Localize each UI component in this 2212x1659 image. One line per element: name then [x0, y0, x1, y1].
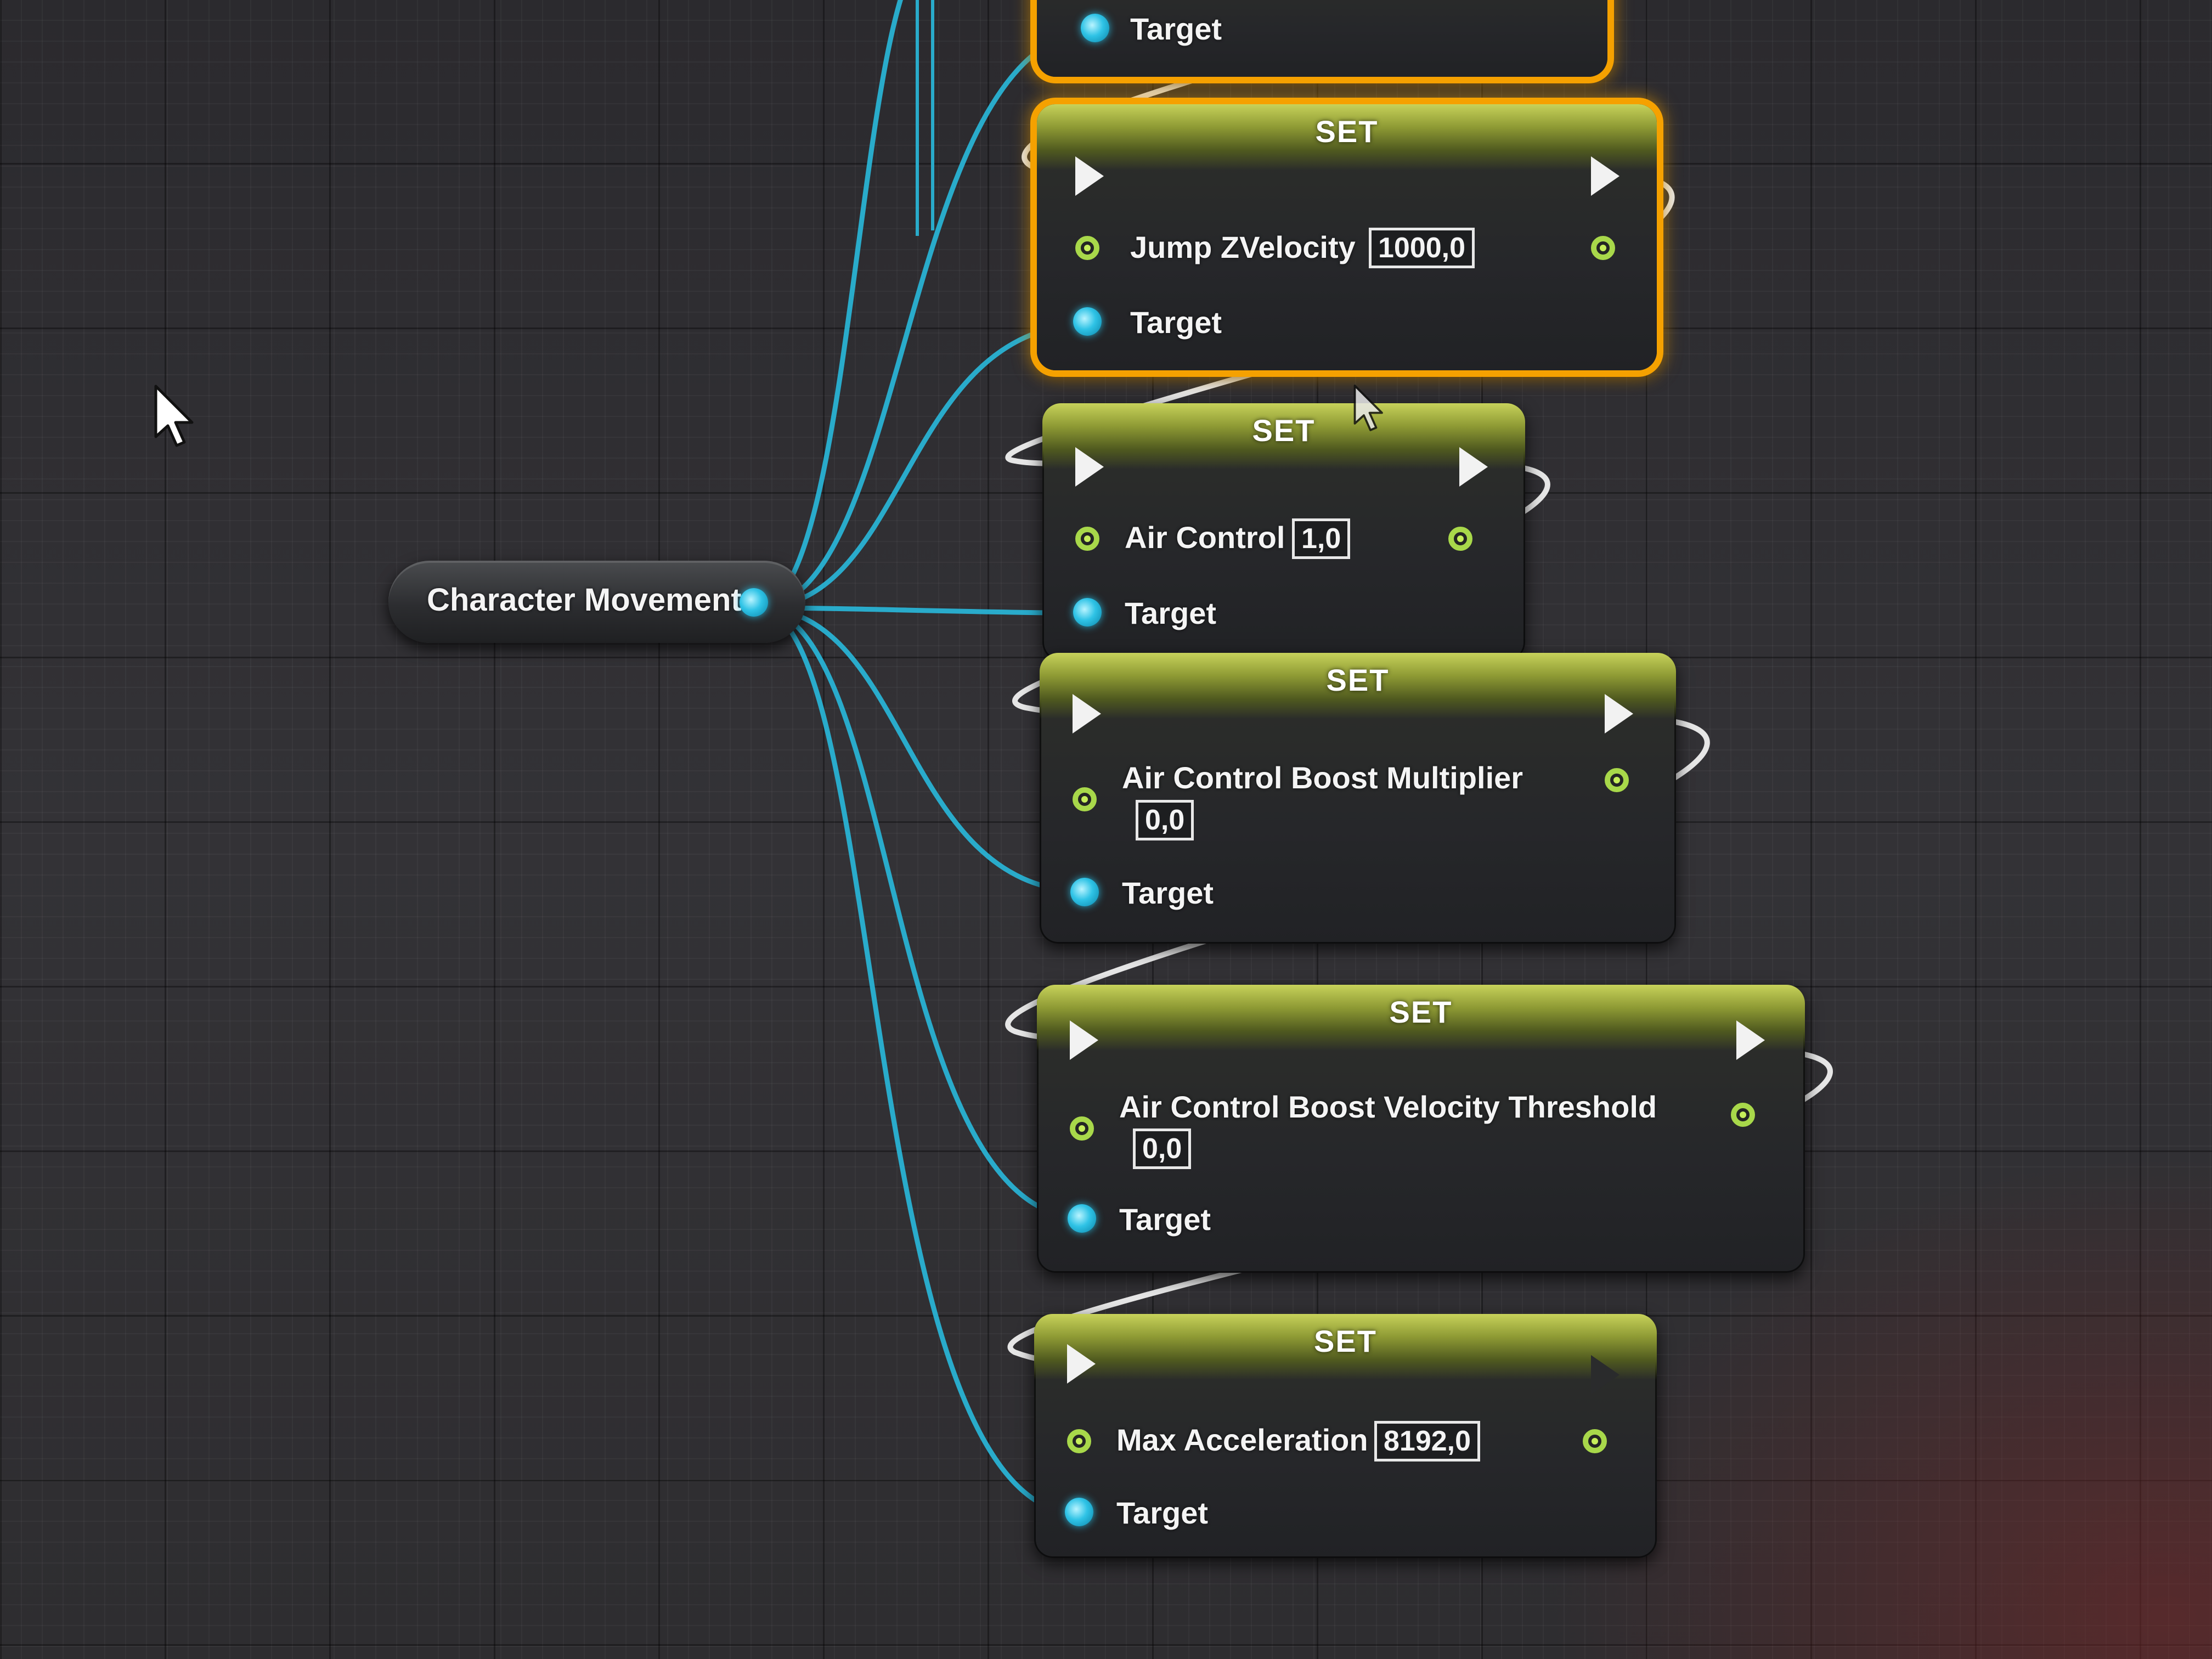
node-title: SET: [1040, 653, 1676, 719]
node-title: SET: [1042, 403, 1525, 469]
node-title: SET: [1034, 1314, 1657, 1380]
exec-out-pin[interactable]: [1591, 156, 1620, 196]
input-label: Jump ZVelocity: [1130, 230, 1356, 264]
set-node-air-control-boost-multiplier[interactable]: SET Air Control Boost Multiplier 0,0 Tar…: [1040, 653, 1676, 944]
exec-in-pin[interactable]: [1067, 1344, 1096, 1384]
target-pin[interactable]: [1065, 1498, 1093, 1526]
input-label: Air Control Boost Multiplier: [1122, 760, 1523, 795]
input-label: Air Control: [1125, 520, 1285, 555]
object-wires: [757, 0, 1098, 1517]
mouse-cursor-icon: [1353, 385, 1383, 431]
input-label: Air Control Boost Velocity Threshold: [1119, 1090, 1657, 1124]
input-value-field[interactable]: 0,0: [1136, 800, 1194, 840]
input-value-field[interactable]: 0,0: [1133, 1128, 1192, 1169]
object-wire: [757, 605, 1084, 1221]
target-pin[interactable]: [1073, 598, 1102, 627]
set-node-air-control-boost-velocity-threshold[interactable]: SET Air Control Boost Velocity Threshold…: [1037, 985, 1805, 1273]
node-title: SET: [1037, 985, 1805, 1051]
float-out-pin[interactable]: [1448, 527, 1472, 551]
exec-out-pin[interactable]: [1605, 694, 1633, 733]
float-in-pin[interactable]: [1075, 236, 1099, 260]
target-label: Target: [1122, 876, 1214, 910]
float-out-pin[interactable]: [1731, 1103, 1755, 1127]
input-value-field[interactable]: 8192,0: [1374, 1421, 1481, 1462]
target-label: Target: [1116, 1496, 1208, 1530]
target-label: Target: [1130, 12, 1222, 46]
character-movement-getter-node[interactable]: Character Movement: [388, 561, 805, 643]
set-node-max-acceleration[interactable]: SET Max Acceleration 8192,0 Target: [1034, 1314, 1657, 1558]
object-wire: [757, 27, 1098, 611]
getter-output-pin[interactable]: [740, 588, 768, 617]
set-node-partial[interactable]: Target: [1037, 0, 1607, 77]
exec-out-pin[interactable]: [1591, 1355, 1620, 1395]
exec-in-pin[interactable]: [1070, 1020, 1098, 1060]
set-node-jump-zvelocity[interactable]: SET Jump ZVelocity 1000,0 Target: [1037, 104, 1657, 370]
node-title: SET: [1037, 104, 1657, 170]
object-wire: [757, 605, 1092, 616]
target-label: Target: [1125, 596, 1216, 630]
input-value-field[interactable]: 1000,0: [1369, 228, 1475, 268]
input-value-field[interactable]: 1,0: [1292, 518, 1351, 559]
float-out-pin[interactable]: [1583, 1429, 1607, 1453]
target-pin[interactable]: [1081, 14, 1109, 42]
exec-out-pin[interactable]: [1736, 1020, 1765, 1060]
exec-in-pin[interactable]: [1075, 447, 1104, 487]
object-wire: [757, 0, 903, 611]
object-wire: [757, 605, 1081, 1517]
target-label: Target: [1130, 305, 1222, 340]
float-in-pin[interactable]: [1075, 527, 1099, 551]
exec-wire: [1005, 173, 1675, 467]
object-wire: [757, 605, 1087, 894]
float-in-pin[interactable]: [1067, 1429, 1091, 1453]
exec-in-pin[interactable]: [1073, 694, 1101, 733]
float-out-pin[interactable]: [1591, 236, 1615, 260]
mouse-cursor-icon: [154, 385, 194, 447]
set-node-air-control[interactable]: SET Air Control 1,0 Target: [1042, 403, 1525, 661]
float-in-pin[interactable]: [1070, 1116, 1094, 1141]
target-pin[interactable]: [1070, 878, 1099, 906]
exec-out-pin[interactable]: [1459, 447, 1488, 487]
exec-in-pin[interactable]: [1075, 156, 1104, 196]
target-label: Target: [1119, 1202, 1211, 1237]
input-label: Max Acceleration: [1116, 1423, 1368, 1457]
target-pin[interactable]: [1073, 307, 1102, 336]
target-pin[interactable]: [1068, 1204, 1096, 1233]
float-out-pin[interactable]: [1605, 768, 1629, 792]
object-wire: [757, 321, 1092, 611]
float-in-pin[interactable]: [1073, 787, 1097, 811]
getter-label: Character Movement: [427, 582, 742, 618]
